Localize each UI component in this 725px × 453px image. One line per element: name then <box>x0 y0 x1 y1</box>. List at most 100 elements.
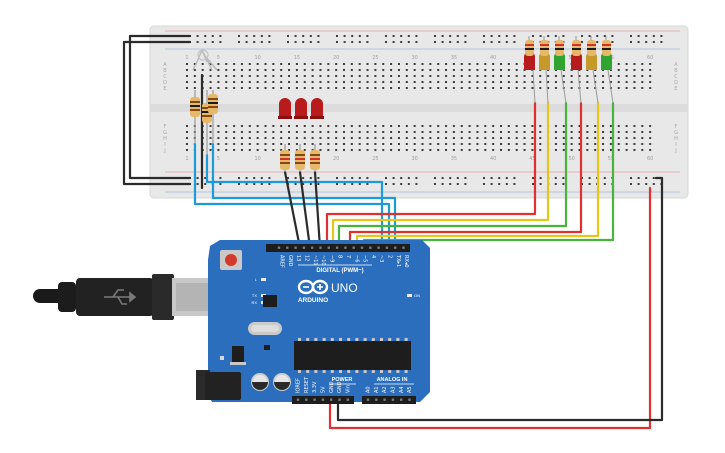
row-letter: E <box>674 86 677 92</box>
power-pin-label: GND <box>337 381 343 393</box>
row-letter: F <box>675 124 678 130</box>
voltage-regulator <box>232 346 244 362</box>
column-number: 25 <box>372 55 378 61</box>
digital-pin-label: ~5 <box>362 255 368 262</box>
digital-pin-label: GND <box>287 255 293 267</box>
resistor-rgb-1 <box>190 90 200 144</box>
traffic-resistor-3 <box>555 36 564 56</box>
wire-yellow-1[interactable] <box>331 101 550 250</box>
atmega-chip <box>294 338 411 373</box>
digital-pin-label: 13 <box>295 255 301 261</box>
row-letter: I <box>164 142 165 148</box>
traffic-led-5 <box>586 51 597 70</box>
column-number: 20 <box>333 156 339 162</box>
traffic-resistor-6 <box>602 36 611 56</box>
resistor-led-1 <box>280 144 290 172</box>
row-letter: I <box>675 142 676 148</box>
column-number: 10 <box>254 55 260 61</box>
digital-pin-label: 2 <box>387 255 393 258</box>
reset-button[interactable] <box>220 250 242 270</box>
column-number: 40 <box>490 55 496 61</box>
digital-pin-label: AREF <box>279 255 285 268</box>
wire-black-gnd-power[interactable] <box>336 176 664 422</box>
wire-black-rail-2[interactable] <box>122 40 192 186</box>
row-letter: D <box>163 80 167 86</box>
digital-pin-label: ~6 <box>353 255 359 262</box>
resistor-led-3 <box>310 144 320 172</box>
usb-icon <box>104 289 137 305</box>
usb-chip <box>263 295 277 307</box>
wire-green-1[interactable] <box>337 101 568 250</box>
svg-text:ON: ON <box>414 293 420 298</box>
analog-pin-label: A5 <box>407 386 413 393</box>
traffic-led-2 <box>539 51 550 70</box>
traffic-led-3 <box>554 51 565 70</box>
traffic-lights[interactable] <box>524 36 614 104</box>
column-number: 25 <box>372 156 378 162</box>
power-pin-label: RESET <box>304 376 310 393</box>
analog-pin-label: A4 <box>399 386 405 393</box>
status-led-on: ON <box>407 293 420 298</box>
wire-black-rail-1[interactable] <box>128 34 192 180</box>
digital-pin-label: ~3 <box>378 255 384 262</box>
power-jack[interactable] <box>196 370 241 400</box>
analog-header[interactable] <box>362 396 416 404</box>
rgb-led[interactable] <box>192 49 218 71</box>
traffic-resistor-1 <box>525 36 534 56</box>
row-letter: A <box>674 62 678 68</box>
digital-pin-label: 7 <box>345 255 351 258</box>
column-number: 1 <box>185 55 188 61</box>
wire-red-5v[interactable] <box>328 186 652 430</box>
column-number: 15 <box>294 55 300 61</box>
column-number: 5 <box>217 55 220 61</box>
row-letter: A <box>163 62 167 68</box>
digital-pin-label: ~10 <box>320 255 326 266</box>
row-letter: F <box>164 124 167 130</box>
traffic-led-6 <box>601 51 612 70</box>
arduino-logo-icon <box>297 279 329 295</box>
power-pin-label: 3.3V <box>312 381 318 393</box>
row-letter: H <box>163 136 167 142</box>
rgb-resistors[interactable] <box>190 90 218 155</box>
traffic-resistor-2 <box>540 36 549 56</box>
led-resistors[interactable] <box>280 144 320 172</box>
analog-pin-label: A0 <box>366 386 372 393</box>
red-leds[interactable] <box>278 98 324 119</box>
row-letter: J <box>163 148 165 154</box>
row-letter: B <box>163 68 167 74</box>
column-number: 5 <box>217 156 220 162</box>
power-label: POWER <box>332 377 353 383</box>
wire-black-led-1[interactable] <box>283 170 302 250</box>
wire-black-led-3[interactable] <box>313 170 322 250</box>
column-number: 50 <box>568 156 574 162</box>
svg-text:TX: TX <box>252 293 257 298</box>
digital-pin-label: 4 <box>370 255 376 258</box>
resistor-rgb-3 <box>208 90 218 144</box>
resistor-led-2 <box>295 144 305 172</box>
digital-header[interactable] <box>266 244 410 252</box>
wire-red-1[interactable] <box>325 101 537 250</box>
row-letter: E <box>163 86 166 92</box>
row-letter: G <box>163 130 167 136</box>
column-number: 60 <box>647 55 653 61</box>
svg-text:RX: RX <box>251 300 257 305</box>
wire-black-led-2[interactable] <box>298 170 312 250</box>
row-letter: B <box>674 68 678 74</box>
analog-label: ANALOG IN <box>377 377 408 383</box>
crystal <box>248 322 282 335</box>
analog-pin-label: A3 <box>391 386 397 393</box>
traffic-led-1 <box>524 51 535 70</box>
digital-pin-label: TX▸1 <box>395 254 401 267</box>
svg-text:L: L <box>255 277 258 282</box>
traffic-resistor-5 <box>587 36 596 56</box>
column-number: 35 <box>451 55 457 61</box>
red-led-1 <box>278 98 292 119</box>
row-letter: H <box>674 136 678 142</box>
status-led-l: L <box>255 277 266 282</box>
